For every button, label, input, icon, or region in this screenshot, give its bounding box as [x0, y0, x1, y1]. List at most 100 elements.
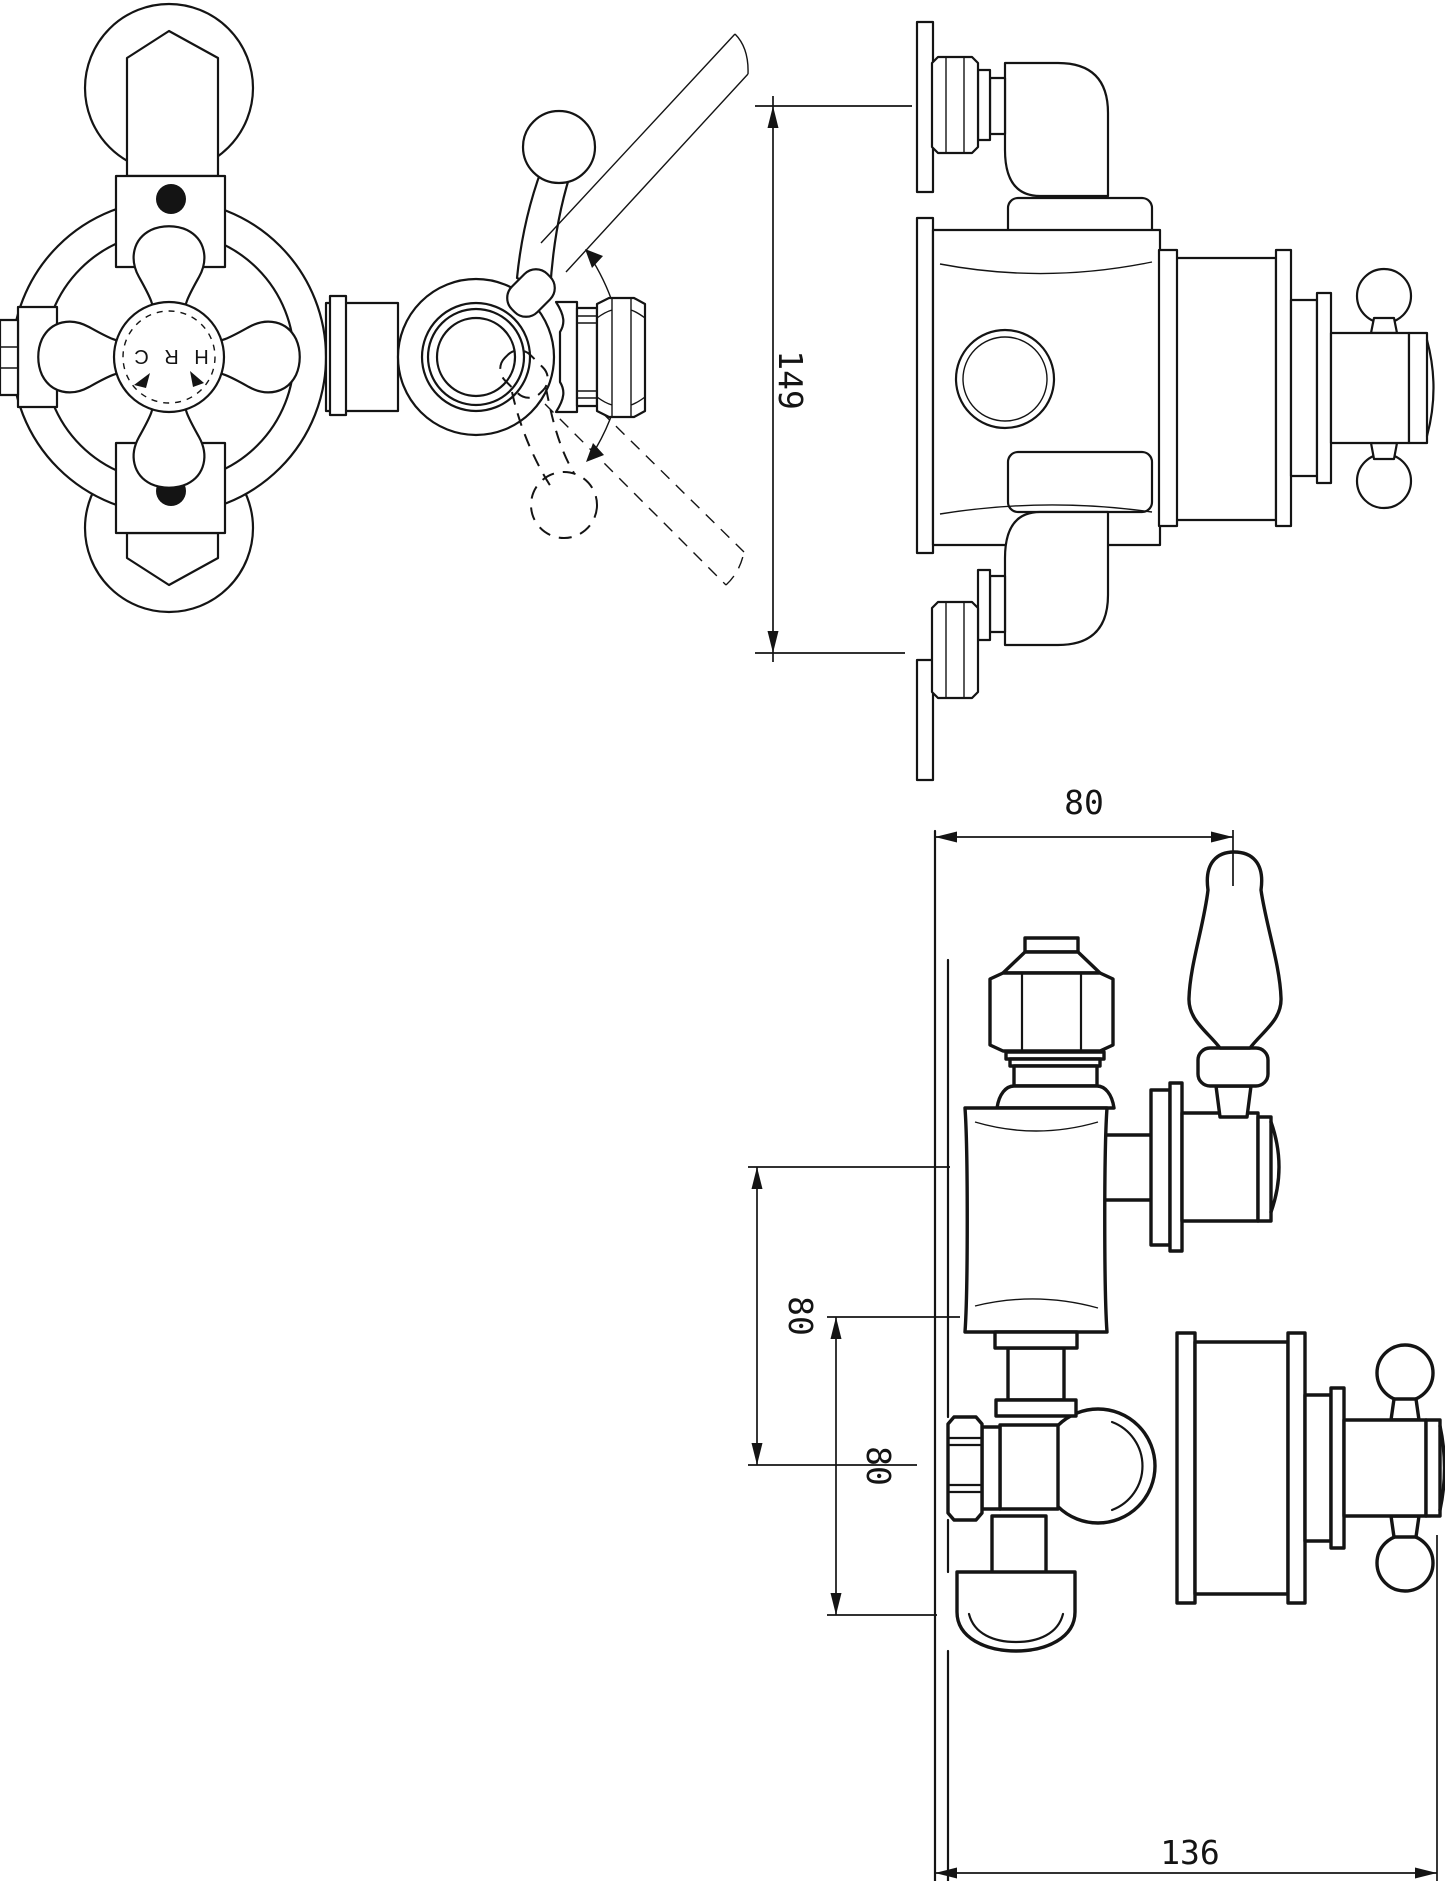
dim-arrow-right-icon [1415, 1867, 1437, 1879]
bottom-union-nut [930, 600, 980, 700]
cap-nut-tip [1023, 936, 1080, 954]
link-pipe-flange [328, 294, 348, 417]
hub-arrow-right-icon [190, 371, 204, 387]
dimension-lower-80-lines [827, 1316, 960, 1616]
diverter-body-curves [974, 1121, 1099, 1309]
top-elbow [1003, 61, 1110, 198]
body-boss-circle [954, 328, 1056, 430]
bottom-outlet-cup-arc [967, 1612, 1065, 1644]
dim-arrow-down-icon [751, 1443, 763, 1465]
diverter-body [963, 1106, 1109, 1334]
inlet-nut-facets [946, 1436, 984, 1494]
lever-housing-flange1 [1149, 1088, 1172, 1247]
bottom-washer [976, 568, 992, 642]
inlet-pipe [998, 1423, 1060, 1511]
thermo-ring-plate [1329, 1386, 1346, 1550]
lever-housing-cylinder [1180, 1111, 1260, 1223]
handle-hub-cap-arc [1425, 338, 1435, 438]
cap-nut-cone [1001, 950, 1102, 975]
rear-boss-inner-arc [1110, 1420, 1144, 1512]
drop-pipe [1006, 1346, 1066, 1402]
union-hex-nut [595, 296, 647, 419]
elevation-view: 80 80 80 136 [748, 783, 1445, 1881]
top-nut-facets [945, 57, 965, 153]
thermo-cylinder [1193, 1340, 1290, 1596]
dimension-lower-80: 80 [827, 1316, 960, 1616]
dim-arrow-up-icon [767, 106, 779, 128]
housing-neck [1098, 1133, 1157, 1202]
handle-ring-plate [1315, 291, 1333, 485]
hub-index-circle [122, 310, 216, 404]
wall-slat-bottom [915, 658, 935, 782]
body-shoulder [995, 1084, 1116, 1110]
inlet-washer [980, 1425, 1002, 1511]
lever-down-extreme-outline [544, 381, 745, 586]
lever-base-collar [1196, 1046, 1270, 1088]
wall-slat-top [915, 20, 935, 194]
left-stub [0, 318, 20, 397]
body-surface-curves [939, 261, 1153, 515]
dimension-top-80: 80 [935, 783, 1234, 886]
diverter-ring-outer [396, 277, 556, 437]
dimension-upper-80-lines [748, 1166, 950, 1466]
bottom-stub [988, 574, 1007, 634]
dimension-136-lines [935, 1535, 1438, 1881]
outlet-step [993, 1330, 1079, 1350]
dimension-149: 149 [755, 96, 912, 662]
knob-neck-bottom [1369, 441, 1399, 461]
lever-housing-flange2 [1168, 1081, 1184, 1253]
dimension-136: 136 [935, 1535, 1438, 1881]
diverter-ring-bore [435, 316, 517, 398]
cap-hex-nut [988, 971, 1115, 1053]
lever-neck [1214, 1084, 1253, 1119]
thermo-knob-bottom-neck [1389, 1514, 1421, 1539]
dimension-149-lines [755, 96, 912, 662]
rotation-arrow-up-icon [585, 249, 603, 268]
dimension-top-80-lines [935, 830, 1234, 886]
lever-tip-dashed [530, 471, 598, 539]
lever-housing-cap-arc [1269, 1120, 1281, 1214]
handle-hub [1329, 331, 1411, 445]
dimension-136-value: 136 [1160, 1833, 1220, 1872]
thermo-flange [1175, 1331, 1197, 1605]
left-stub-lines [0, 346, 18, 369]
dim-arrow-up-icon [830, 1317, 842, 1339]
diverter-ring-mid [420, 301, 532, 413]
thermo-knob-bottom [1375, 1533, 1435, 1593]
top-washer [976, 68, 992, 142]
dim-arrow-down-icon [767, 631, 779, 653]
top-union-nut [930, 55, 980, 155]
body-boss-circle-inner [962, 336, 1048, 422]
lever-housing-endbar [1256, 1115, 1273, 1223]
dim-arrow-up-icon [751, 1167, 763, 1189]
handle-ring-stack [1289, 298, 1319, 478]
thermo-knob-top [1375, 1343, 1435, 1403]
lever-up-extreme-outline [540, 33, 749, 273]
cross-handle-spokes [37, 225, 301, 489]
lever-collar-dashed [499, 349, 549, 399]
dimension-lower-80-value: 80 [859, 1446, 898, 1486]
dim-arrow-down-icon [830, 1593, 842, 1615]
top-fixing-dot [156, 184, 186, 214]
cartridge-left-flange [1157, 248, 1179, 528]
front-view: H R C [0, 2, 749, 614]
dimension-top-80-value: 80 [1064, 783, 1104, 822]
dim-arrow-left-icon [935, 1867, 957, 1879]
bottom-outlet-cup [955, 1570, 1077, 1653]
inlet-union-nut [946, 1415, 984, 1522]
bottom-elbow [1003, 510, 1110, 647]
lever-tip-bulb [521, 109, 597, 185]
dim-arrow-left-icon [935, 831, 957, 843]
hub-arrow-left-icon [134, 373, 150, 388]
cross-knob-top [1355, 267, 1413, 325]
dimension-149-value: 149 [771, 350, 810, 410]
thermo-hub-cap [1424, 1418, 1442, 1518]
dimension-upper-80-value: 80 [781, 1296, 820, 1336]
diverter-ring-mid2 [426, 307, 526, 407]
wall-slat-main [915, 216, 935, 555]
cartridge-right-flange [1274, 248, 1293, 528]
top-stub [988, 76, 1007, 136]
ceramic-lever [1187, 850, 1283, 1050]
